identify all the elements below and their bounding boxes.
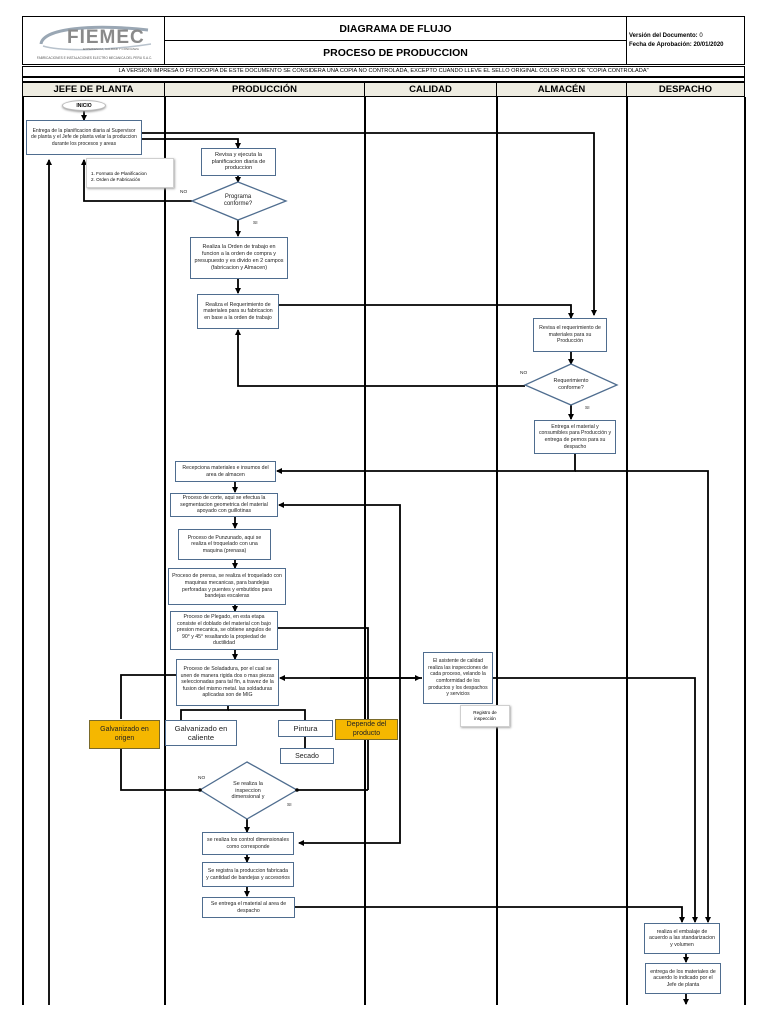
start-terminator: INICIO: [62, 100, 106, 111]
edge-label-no: NO: [180, 190, 188, 195]
process-entrega-materiales: entrega de los materiales de acuerdo lo …: [645, 963, 721, 994]
process-entrega-planificacion: Entrega de la planificacion diaria al Su…: [26, 120, 142, 155]
edge-label-no: NO: [520, 371, 528, 376]
lane-header-despacho: DESPACHO: [626, 82, 745, 97]
process-recepciona: Recepciona materiales e insumos del area…: [175, 461, 276, 482]
connector: [142, 132, 597, 316]
lane-divider: [496, 97, 498, 1005]
doc-formatos-line-2: 2. Orden de Fabricación: [91, 177, 141, 182]
lane-divider: [626, 97, 628, 1005]
connector: [278, 304, 574, 319]
lane-divider: [22, 97, 24, 1005]
doc-formatos-line-1: 1. Formato de Planificacion: [91, 171, 147, 176]
process-embalaje: realiza el embalaje de acuerdo a las sta…: [644, 923, 720, 954]
connector: [298, 790, 401, 846]
process-orden-trabajo: Realiza la Orden de trabajo en funcion a…: [190, 237, 288, 279]
lane-header-almacen: ALMACÉN: [496, 82, 627, 97]
process-registra-produccion: Se registra la produccion fabricada y ca…: [202, 862, 294, 887]
process-revisa-requerimiento: Revisa el requerimiento de materiales pa…: [533, 318, 607, 352]
document-meta: Versión del Documento: 0 Fecha de Aproba…: [626, 16, 745, 65]
process-plegado: Proceso de Plegado, en esta etapa consis…: [170, 611, 278, 650]
process-galvanizado-caliente: Galvanizado en caliente: [165, 720, 237, 746]
edge-label-si: SI: [253, 221, 258, 226]
connector: [235, 329, 525, 387]
process-requerimiento: Realiza el Requerimiento de materiales p…: [197, 294, 279, 329]
lane-divider: [164, 97, 166, 1005]
decision-programa-text: Programa conforme?: [223, 194, 253, 207]
logo-text: FIEMEC: [67, 27, 145, 48]
approval-row: Fecha de Aprobación: 20/01/2020: [629, 41, 742, 50]
logo-swoosh-icon: [39, 25, 152, 51]
version-label: Versión del Documento:: [629, 32, 698, 39]
connector: [120, 749, 200, 791]
company-name: FABRICACIONES E INSTALACIONES ELECTRO ME…: [36, 56, 153, 60]
process-entrega-material: Entrega el material y consumibles para P…: [534, 420, 616, 454]
lane-divider: [744, 97, 746, 1005]
process-corte: Proceso de corte, aqui se efectua la seg…: [170, 493, 278, 517]
version-row: Versión del Documento: 0: [629, 32, 742, 41]
connector: [276, 451, 576, 474]
version-value: 0: [697, 32, 703, 39]
connector: [278, 502, 401, 790]
decision-inspeccion-diamond: [198, 761, 299, 820]
logo-tagline: EXPERIENCIA, CALIDAD Y CONFIANZA: [83, 47, 139, 51]
copy-notice: LA VERSION IMPRESA O FOTOCOPIA DE ESTE D…: [22, 66, 745, 77]
decision-requerimiento-diamond: [523, 363, 619, 406]
decision-inspeccion-text: Se realiza la inspeccion dimensional y: [231, 780, 265, 801]
spacer-row: [22, 77, 745, 82]
connector: [81, 159, 192, 202]
edge-label-si: SI: [287, 803, 292, 808]
process-soldadura: Proceso de Soladadura, por el cual se un…: [176, 659, 279, 706]
decision-requerimiento-text: Requerimiento conforme?: [553, 378, 589, 391]
connector: [142, 138, 241, 149]
lane-header-jefe-planta: JEFE DE PLANTA: [22, 82, 165, 97]
logo-cell: FIEMEC EXPERIENCIA, CALIDAD Y CONFIANZA …: [22, 16, 165, 65]
connector: [295, 906, 685, 923]
process-control-dimensional: se realiza los control dimensionales com…: [202, 832, 294, 855]
connector: [493, 677, 698, 923]
document-formatos: 1. Formato de Planificacion 2. Orden de …: [86, 158, 174, 188]
document-registro-inspeccion: Registro de inspección: [460, 705, 510, 727]
process-depende-producto: Depende del producto: [335, 719, 398, 740]
process-asistente-calidad: El asistente de calidad realiza las insp…: [423, 652, 493, 704]
approval-label: Fecha de Aprobación:: [629, 41, 692, 48]
lane-divider: [364, 97, 366, 1005]
process-prensa: Proceso de prensa, se realiza el troquel…: [168, 568, 286, 605]
connector: [180, 706, 229, 720]
process-galvanizado-origen: Galvanizado en origen: [89, 720, 160, 749]
edge-label-si: SI: [585, 406, 590, 411]
connector: [120, 674, 190, 719]
edge-label-no: NO: [198, 776, 206, 781]
connector: [278, 627, 369, 790]
fiemec-logo: FIEMEC EXPERIENCIA, CALIDAD Y CONFIANZA: [33, 22, 157, 52]
connector: [575, 470, 711, 923]
process-pintura: Pintura: [278, 720, 333, 737]
connector: [228, 709, 306, 720]
process-revisa-ejecuta: Revisa y ejecuta la planificacion diaria…: [201, 148, 276, 176]
approval-value: 20/01/2020: [691, 41, 724, 48]
process-secado: Secado: [280, 748, 334, 764]
process-punzonado: Proceso de Punzunado, aqui se realiza el…: [178, 529, 271, 560]
decision-programa-diamond: [190, 181, 288, 221]
process-entrega-despacho: Se entrega el material al area de despac…: [202, 897, 295, 918]
